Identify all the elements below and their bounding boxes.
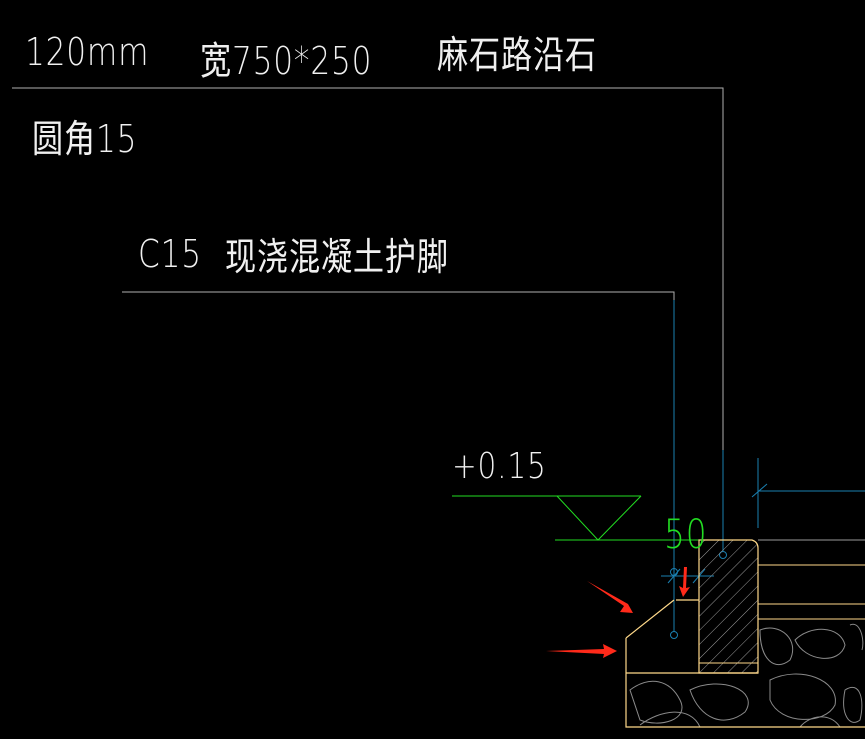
fillet-label: 圆角15	[32, 117, 138, 161]
dimension-label: 50	[664, 512, 708, 558]
concrete-desc-label: 现浇混凝土护脚	[225, 235, 449, 279]
dim-point	[670, 631, 678, 639]
elevation-label: +0.15	[452, 446, 547, 487]
thickness-label: 120mm	[25, 30, 150, 74]
arrow-icon	[587, 581, 633, 613]
size-label: 宽750*250	[200, 39, 373, 83]
elevation-triangle	[556, 495, 642, 541]
arrow-icon	[546, 644, 617, 658]
leader-line-footing	[122, 291, 675, 300]
rubble-bed	[629, 623, 864, 728]
concrete-grade-label: C15	[138, 232, 202, 276]
concrete-footing	[625, 599, 865, 728]
red-arrows	[546, 567, 690, 658]
curb-stone	[698, 539, 759, 674]
arrow-icon	[679, 567, 690, 597]
leader-line-curb	[12, 87, 724, 550]
material-label: 麻石路沿石	[437, 33, 597, 77]
